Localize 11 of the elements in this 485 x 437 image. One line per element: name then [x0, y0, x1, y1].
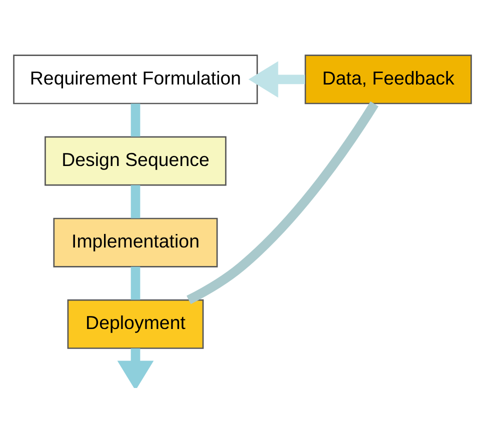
arrow	[248, 60, 305, 98]
connector	[130, 184, 140, 218]
node-box: Requirement Formulation	[13, 54, 258, 104]
connector	[130, 103, 140, 136]
connector	[186, 100, 378, 304]
node-box: Data, Feedback	[304, 54, 472, 104]
node-box: Implementation	[53, 217, 218, 267]
connector	[130, 266, 140, 300]
node-box: Design Sequence	[44, 136, 226, 186]
arrow	[117, 348, 154, 388]
node-box: Deployment	[67, 298, 204, 348]
